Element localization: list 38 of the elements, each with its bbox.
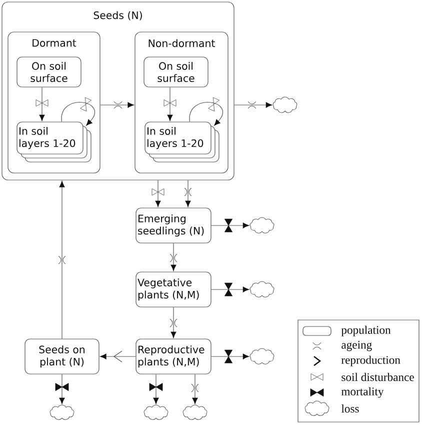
legend-label: ageing (342, 340, 372, 352)
flow-arrow (211, 286, 250, 292)
loss-cloud (182, 404, 208, 420)
loss-cloud (272, 96, 298, 113)
stacked-population-box: In soil layers 1-20 (16, 122, 92, 162)
flow-arrow (211, 222, 250, 228)
flow-arrow (211, 354, 250, 360)
population-box: Reproductive plants (N,M) (136, 338, 212, 374)
loss-cloud (250, 348, 274, 364)
loss-cloud (50, 404, 74, 420)
flow-arrow (153, 374, 159, 404)
flow-arrow (234, 102, 272, 108)
flow-arrow (170, 307, 176, 338)
flow-arrow (185, 180, 191, 207)
population-box: Emerging seedlings (N) (136, 208, 212, 244)
population-box: On soil surface (144, 56, 208, 88)
flow-arrow (155, 180, 161, 207)
flow-arrow (170, 243, 176, 271)
flow-arrow (192, 374, 198, 404)
legend-label: population (341, 326, 391, 336)
flow-arrow (59, 374, 65, 404)
population-box: Vegetative plants (N,M) (136, 272, 212, 308)
legend-label: mortality (341, 387, 384, 398)
stacked-population-box: In soil layers 1-20 (144, 122, 220, 162)
legend-label: loss (341, 404, 359, 413)
flow-arrow (167, 87, 173, 121)
flow-arrow (39, 87, 45, 121)
flow-arrow (59, 181, 65, 339)
loop-arrow (189, 102, 224, 126)
population-box: On soil surface (16, 56, 82, 88)
flow-arrow (100, 102, 134, 108)
loop-arrow (61, 102, 96, 126)
population-box: Seeds on plant (N) (24, 338, 100, 374)
loss-cloud (250, 281, 274, 298)
loss-cloud (250, 217, 274, 234)
loss-cloud (144, 404, 168, 420)
legend-label: soil disturbance (342, 372, 414, 382)
legend-label: reproduction (341, 356, 400, 366)
